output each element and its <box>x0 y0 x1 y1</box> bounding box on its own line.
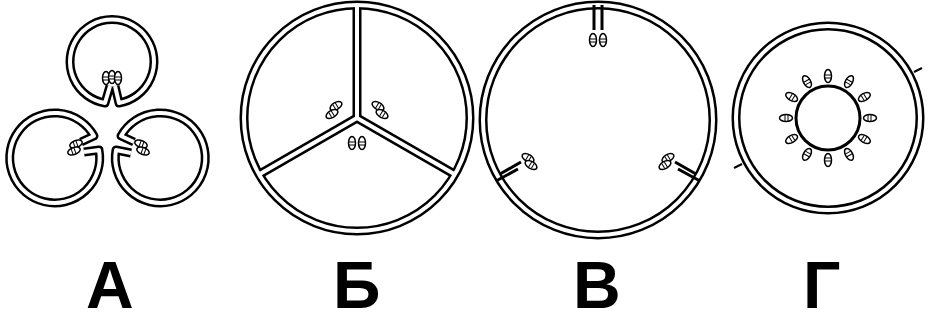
figure-b <box>244 5 470 231</box>
figure-a <box>10 20 206 203</box>
figure-letter: В <box>573 252 621 318</box>
figure-letter: Г <box>803 252 840 318</box>
figure-letter: Б <box>333 252 380 318</box>
figure-g <box>734 26 922 210</box>
figure-letter: А <box>86 252 134 318</box>
figure-v <box>483 5 713 235</box>
